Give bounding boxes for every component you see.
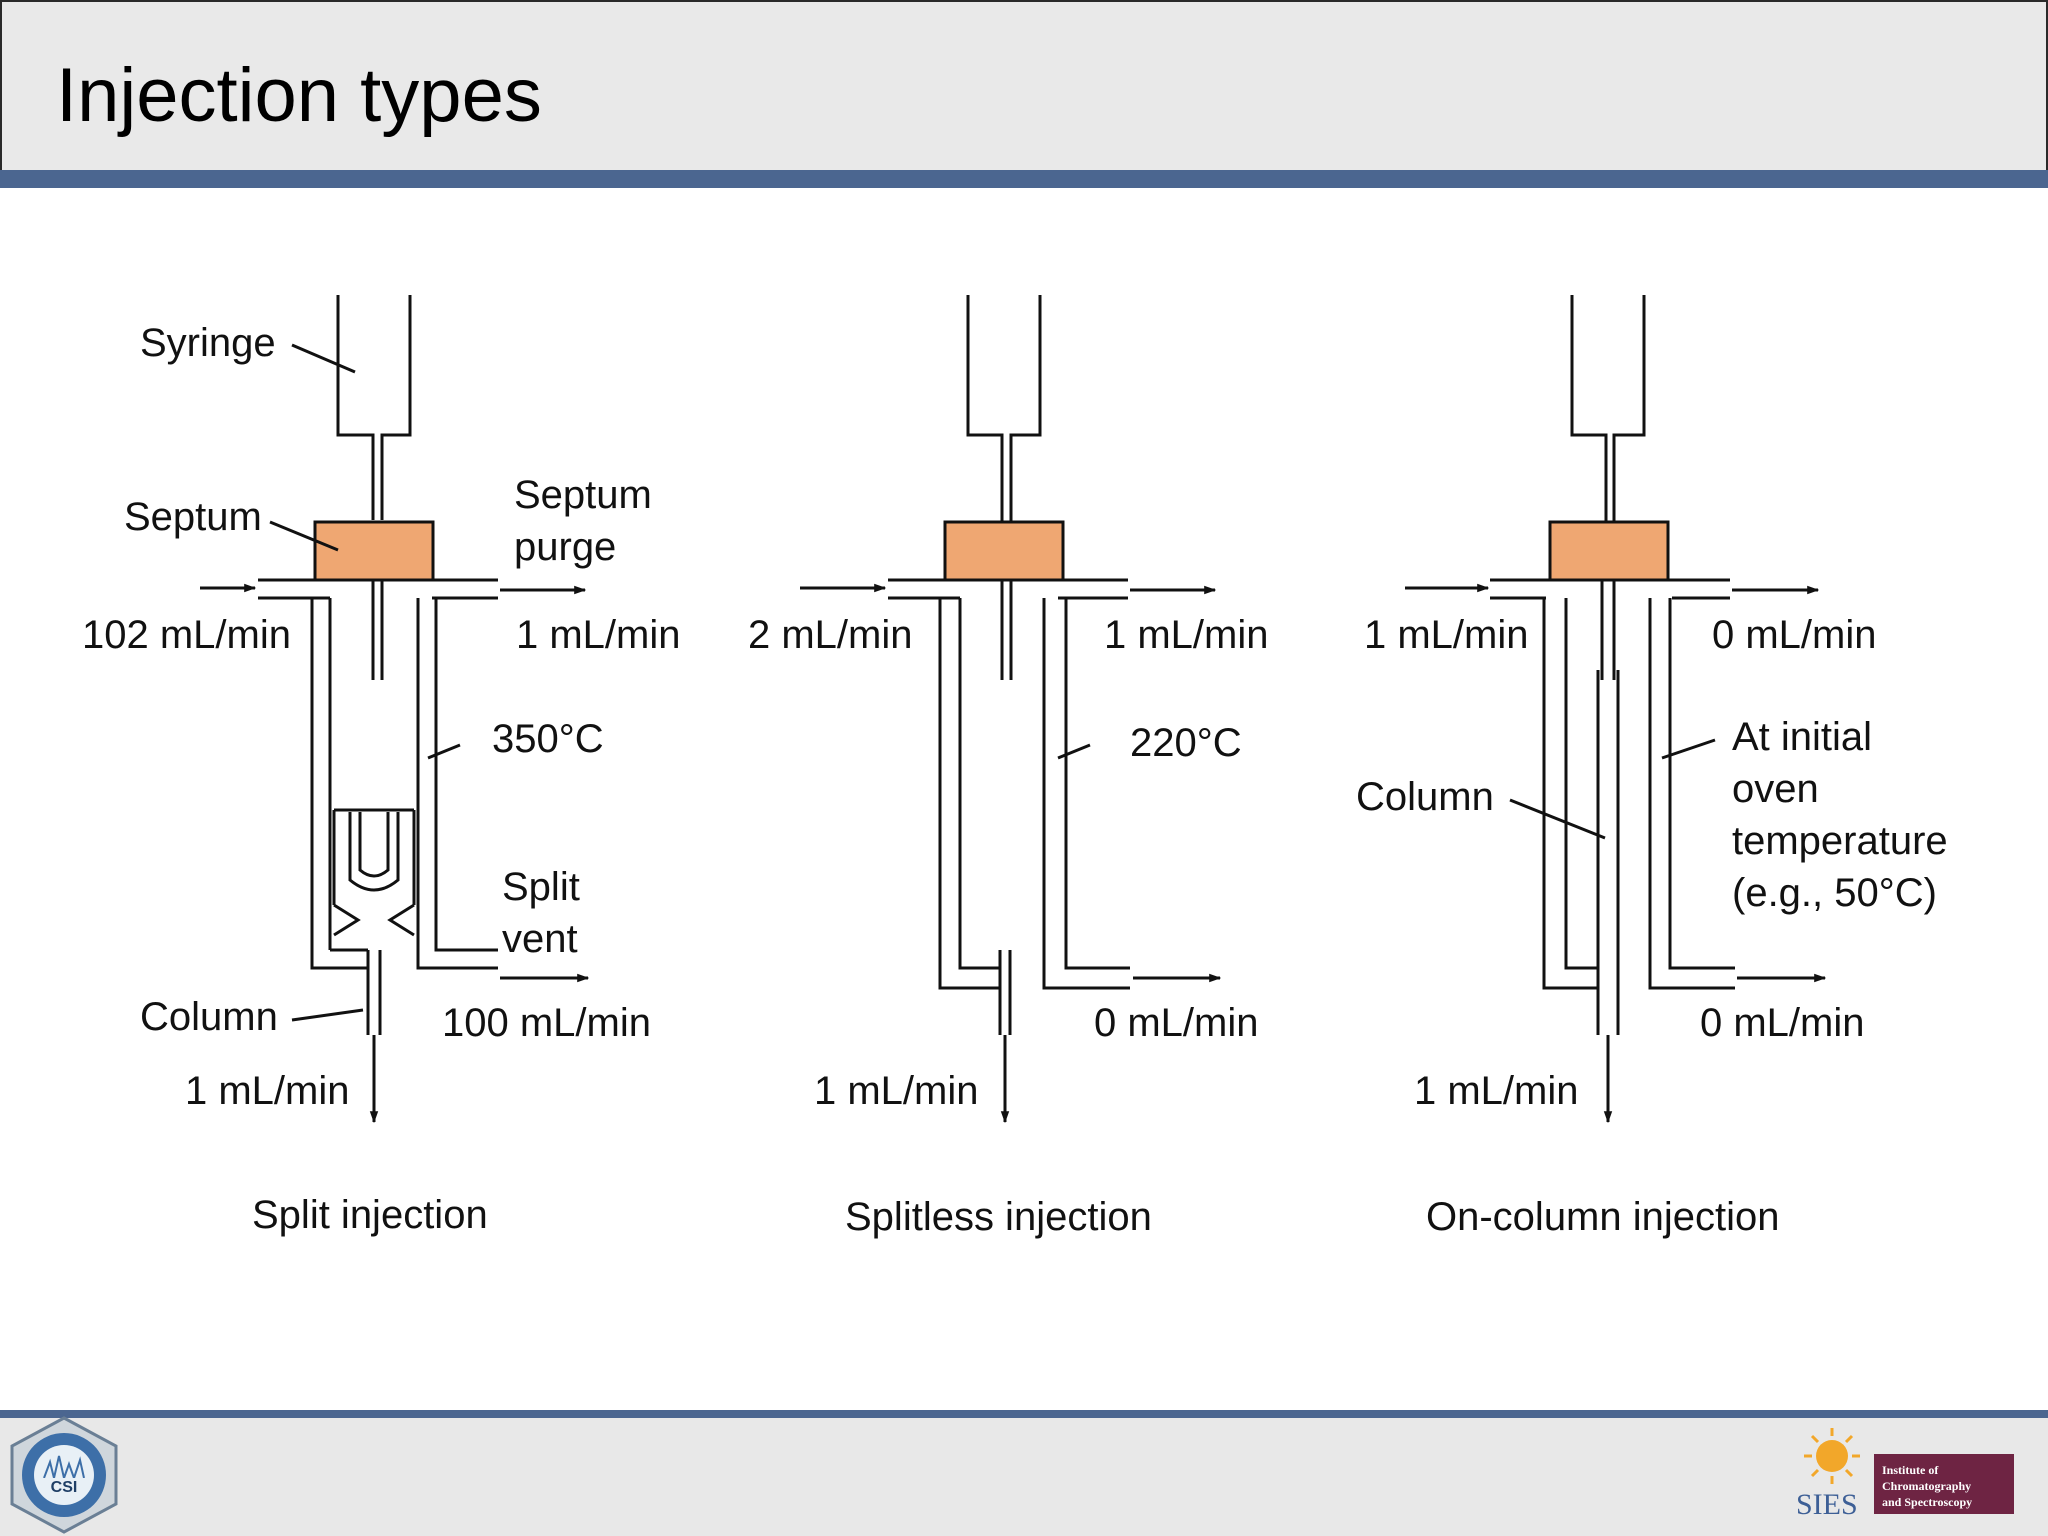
septum-label: Septum [124, 495, 262, 539]
sies-logo-mark: SIES [1796, 1488, 1858, 1521]
liner-left-wall [310, 598, 368, 970]
syringe-leader [291, 343, 356, 374]
split-device [333, 903, 415, 937]
liner-right-inner [1648, 598, 1735, 990]
column-flow: 1 mL/min [1414, 1069, 1579, 1113]
splitless-flow-arrows [800, 583, 1222, 1124]
temp-leader [1057, 743, 1091, 760]
syringe-barrel [1570, 295, 1608, 522]
syringe-barrel [966, 295, 1004, 522]
slide-footer [0, 1418, 2048, 1536]
vent-flow: 100 mL/min [442, 1001, 651, 1045]
split-device [358, 812, 390, 878]
slide-header [0, 0, 2048, 170]
sies-logo: SIES Institute of Chromatography and Spe… [1796, 1428, 2014, 1521]
temp-leader [427, 743, 461, 760]
liner-left-inner [1564, 598, 1598, 970]
column [1596, 670, 1620, 1035]
split-flow-arrows [200, 343, 590, 1124]
temperature-label: 220°C [1130, 721, 1242, 765]
vent-flow: 0 mL/min [1700, 1001, 1865, 1045]
column-leader [1509, 798, 1606, 840]
oncolumn-flow-arrows [1405, 583, 1827, 1124]
temp-leader [1661, 738, 1716, 760]
vent-flow: 0 mL/min [1094, 1001, 1259, 1045]
septum [313, 520, 435, 582]
column-label: Column [140, 995, 278, 1039]
septum-purge-label: purge [514, 525, 616, 569]
syringe-barrel [380, 295, 412, 520]
syringe-label: Syringe [140, 321, 276, 365]
inlet-flow: 102 mL/min [82, 613, 291, 657]
sies-logo-text: Chromatography [1882, 1479, 1971, 1493]
temperature-label: At initial [1732, 715, 1872, 759]
needle [371, 580, 384, 680]
needle [1000, 580, 1013, 680]
inlet-top-plate [1490, 578, 1730, 600]
liner-left-wall [938, 598, 1000, 990]
csi-logo: CSI [10, 1416, 118, 1534]
liner-left-inner [958, 598, 1000, 970]
syringe-barrel [1009, 295, 1042, 522]
diagram-caption: Splitless injection [845, 1195, 1152, 1239]
liner-right-inner [416, 598, 498, 970]
oncolumn-injector [1490, 295, 1735, 1035]
temperature-label: temperature [1732, 819, 1948, 863]
splitless-injector [888, 295, 1130, 1035]
column [366, 950, 382, 1035]
split-injector [258, 295, 498, 1035]
inlet-flow: 2 mL/min [748, 613, 913, 657]
column-label: Column [1356, 775, 1494, 819]
liner-right-wall [434, 598, 498, 952]
liner-left-inner [328, 598, 368, 952]
needle [1600, 580, 1616, 680]
column-flow: 1 mL/min [814, 1069, 979, 1113]
liner-right-wall [1668, 598, 1735, 970]
column-flow: 1 mL/min [185, 1069, 350, 1113]
split-labels: Syringe Septum Septum purge 102 mL/min 1… [82, 321, 681, 1237]
slide-title: Injection types [56, 53, 542, 138]
temperature-label: (e.g., 50°C) [1732, 871, 1937, 915]
csi-logo-text: CSI [51, 1479, 78, 1496]
inlet-top-plate [258, 578, 498, 600]
split-vent-label: Split [502, 865, 580, 909]
purge-flow: 1 mL/min [516, 613, 681, 657]
sies-logo-text: and Spectroscopy [1882, 1495, 1972, 1509]
purge-flow: 0 mL/min [1712, 613, 1877, 657]
split-vent-label: vent [502, 917, 578, 961]
septum [1548, 520, 1670, 582]
inlet-flow: 1 mL/min [1364, 613, 1529, 657]
temperature-label: oven [1732, 767, 1819, 811]
liner-right-inner [1042, 598, 1130, 990]
temperature-label: 350°C [492, 717, 604, 761]
column [998, 950, 1012, 1035]
injection-diagram: Syringe Septum Septum purge 102 mL/min 1… [82, 295, 1948, 1239]
septum-leader [269, 520, 339, 552]
diagram-caption: Split injection [252, 1193, 488, 1237]
purge-flow: 1 mL/min [1104, 613, 1269, 657]
septum [943, 520, 1065, 582]
header-accent-bar [0, 170, 2048, 188]
liner-right-wall [1064, 598, 1130, 970]
split-device [348, 812, 400, 892]
column-leader [291, 1008, 364, 1022]
inlet-top-plate [888, 578, 1128, 600]
septum-purge-label: Septum [514, 473, 652, 517]
split-device [332, 808, 416, 905]
sies-logo-text: Institute of [1882, 1463, 1939, 1477]
footer-accent-bar [0, 1410, 2048, 1418]
splitless-labels: 2 mL/min 1 mL/min 220°C 0 mL/min 1 mL/mi… [748, 613, 1269, 1239]
liner-left-wall [1542, 598, 1598, 990]
syringe-barrel [336, 295, 375, 520]
syringe-barrel [1612, 295, 1646, 522]
oncolumn-labels: 1 mL/min 0 mL/min Column At initial oven… [1356, 613, 1948, 1239]
diagram-caption: On-column injection [1426, 1195, 1780, 1239]
